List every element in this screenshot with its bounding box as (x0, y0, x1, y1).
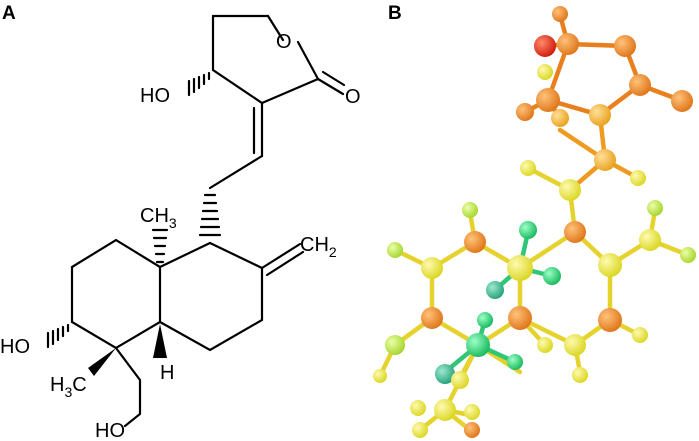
atom-sphere (519, 221, 537, 239)
ring-bond (208, 241, 264, 270)
hashed-wedge-oh-left (46, 323, 70, 349)
hashed-wedge-methyl (151, 228, 169, 264)
atom-sphere (594, 149, 616, 171)
hashed-wedge-chain (198, 193, 222, 237)
atom-sphere (564, 334, 586, 356)
atom-sphere (559, 179, 581, 201)
atom-sphere (516, 103, 534, 121)
atom-sphere (680, 247, 696, 263)
carbonyl-bond (316, 77, 345, 96)
hydrogen-label: H (160, 362, 174, 384)
panel-b-letter: B (388, 3, 402, 24)
atom-sphere (387, 242, 403, 258)
ring-bond (158, 266, 264, 352)
atom-sphere (552, 6, 568, 22)
atom-sphere (557, 33, 579, 55)
atom-sphere (507, 255, 533, 281)
atom-spheres (373, 6, 696, 438)
atom-sphere (629, 74, 651, 96)
lactone-ring-bond (296, 40, 320, 81)
atom-sphere (508, 306, 532, 330)
atom-sphere (543, 267, 561, 285)
carbonyl-oxygen-label: O (345, 86, 361, 108)
panel-a-letter: A (2, 3, 16, 24)
atom-sphere (412, 422, 428, 438)
panel-a: A (0, 3, 361, 441)
methylene-label: CH2 (300, 234, 337, 260)
atom-sphere (647, 200, 663, 216)
hydroxymethyl-bond (114, 346, 142, 428)
ring-bond (158, 241, 212, 269)
atom-sphere (434, 399, 456, 421)
atom-sphere (464, 422, 480, 438)
atom-sphere (614, 35, 636, 57)
atom-sphere (464, 231, 486, 253)
atom-sphere (410, 400, 426, 416)
atom-sphere (477, 312, 493, 328)
atom-sphere (536, 88, 560, 112)
atom-sphere (671, 90, 693, 112)
ball-and-stick-model (373, 6, 696, 438)
atom-sphere (589, 104, 611, 126)
ring-oxygen-label: O (276, 31, 292, 53)
lactone-ring-bond (260, 77, 320, 105)
atom-sphere (564, 221, 586, 243)
atom-sphere (639, 229, 661, 251)
atom-sphere (462, 202, 478, 218)
methyl-top-label: CH3 (140, 205, 177, 231)
panel-b: B (373, 3, 696, 438)
atom-sphere (551, 109, 569, 127)
atom-sphere (632, 327, 648, 343)
ring-bond (70, 238, 162, 350)
atom-sphere (630, 170, 646, 186)
lactone-ring-bond (211, 14, 264, 105)
atom-sphere (572, 367, 588, 383)
hydroxyl-bottom-label: HO (95, 420, 125, 441)
hashed-wedge-oh (187, 71, 211, 97)
atom-sphere (537, 337, 553, 353)
solid-wedge-methyl (88, 348, 116, 376)
atom-sphere (520, 160, 536, 176)
atom-sphere (435, 364, 455, 384)
atom-sphere (464, 404, 480, 420)
atom-sphere (451, 371, 469, 389)
atom-sphere (486, 281, 504, 299)
atom-sphere (537, 64, 553, 80)
structural-formula (46, 14, 346, 428)
atom-sphere (466, 333, 490, 357)
atom-sphere (385, 335, 405, 355)
atom-sphere (421, 307, 443, 329)
atom-sphere (534, 35, 556, 57)
carbonyl-bond (321, 70, 346, 87)
hydroxyl-top-label: HO (140, 85, 170, 107)
atom-sphere (507, 354, 523, 370)
chain-bond (208, 154, 264, 190)
atom-sphere (421, 257, 443, 279)
methylene-double-bond (265, 250, 305, 277)
methylene-double-bond (260, 242, 302, 270)
methyl-bottom-label: H3C (50, 374, 87, 400)
atom-sphere (373, 369, 387, 383)
lactone-ring-bond (211, 14, 285, 42)
solid-wedge-h (153, 324, 167, 358)
atom-sphere (598, 253, 622, 277)
atom-sphere (598, 308, 622, 332)
hydroxyl-left-label: HO (0, 336, 30, 358)
